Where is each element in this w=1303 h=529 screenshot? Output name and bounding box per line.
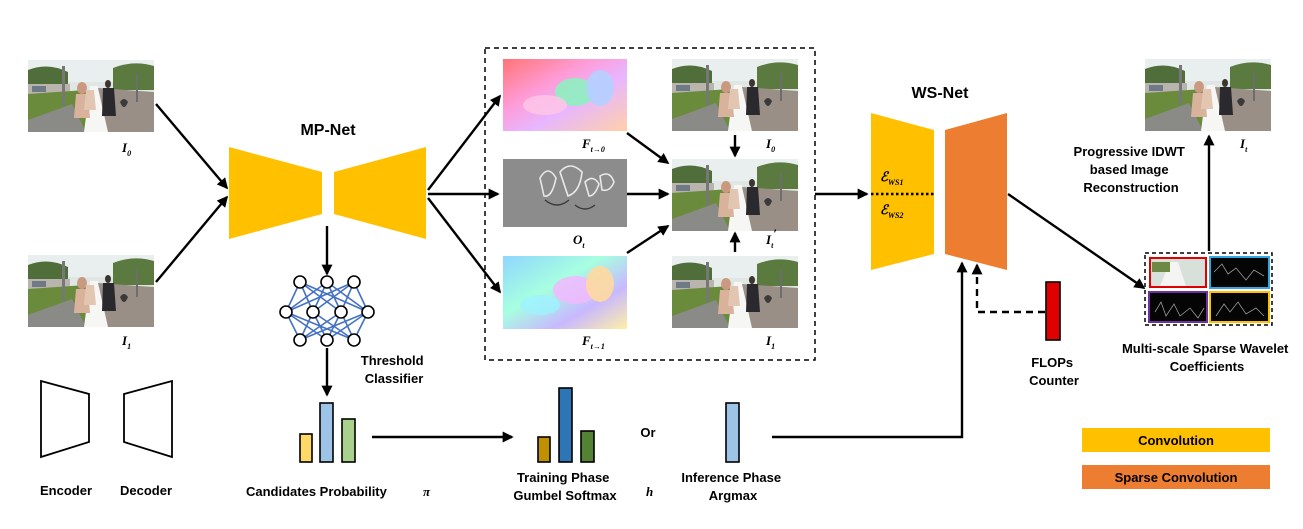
flow-map-ft1 bbox=[503, 256, 627, 329]
legend-sparse-convolution-label: Sparse Convolution bbox=[1115, 470, 1238, 485]
arrow-ft1-to-it-prime bbox=[626, 224, 670, 255]
occlusion-map-ot bbox=[503, 159, 627, 227]
flow-label-ft1: Ft→1 bbox=[581, 333, 605, 351]
key-decoder-shape bbox=[123, 379, 173, 459]
mp-net-decoder bbox=[334, 147, 426, 239]
arrow-ft0-to-it-prime bbox=[626, 132, 670, 164]
key-encoder-shape bbox=[40, 379, 90, 459]
output-frame-it bbox=[1145, 59, 1271, 131]
flops-counter-bar bbox=[1045, 281, 1061, 341]
warp-input-frame-i1 bbox=[672, 256, 798, 328]
arrow-flops-to-wsnet bbox=[971, 263, 1045, 314]
occlusion-label-ot: Ot bbox=[573, 232, 585, 250]
probability-symbol-pi: π bbox=[423, 484, 431, 499]
input-frame-i1 bbox=[28, 255, 154, 327]
idwt-reconstruction-label: Progressive IDWT based Image Reconstruct… bbox=[1074, 144, 1189, 195]
ws-net-encoder-e2: ℰWS2 bbox=[880, 202, 903, 220]
arrow-mpnet-to-ft1 bbox=[427, 197, 502, 294]
arrow-wsnet-to-wavelets bbox=[1007, 193, 1146, 289]
output-label-it: It bbox=[1239, 136, 1248, 154]
wavelet-coefficients-label: Multi-scale Sparse Wavelet Coefficients bbox=[1122, 341, 1292, 374]
ws-net-encoder bbox=[871, 113, 934, 270]
input-label-i0: I0 bbox=[121, 140, 131, 158]
flow-map-ft0 bbox=[503, 59, 627, 131]
ws-net-decoder bbox=[945, 113, 1007, 270]
warp-label-i1: I1 bbox=[765, 333, 775, 351]
coarse-label-it-prime: It′ bbox=[765, 226, 777, 250]
legend-convolution-swatch bbox=[1082, 428, 1270, 452]
arrow-i0-to-mpnet bbox=[155, 103, 229, 190]
coarse-frame-it-prime bbox=[672, 159, 798, 231]
classifier-nodes bbox=[279, 275, 375, 347]
flow-estimation-box bbox=[484, 47, 816, 361]
arrow-mpnet-to-ft0 bbox=[427, 94, 502, 191]
inference-phase-bar bbox=[725, 402, 740, 463]
warp-input-frame-i0 bbox=[672, 59, 798, 131]
warp-label-i0: I0 bbox=[765, 136, 775, 154]
key-decoder-label: Decoder bbox=[120, 483, 172, 498]
flow-label-ft0: Ft→0 bbox=[581, 136, 605, 154]
arrow-inference-to-wsnet bbox=[772, 261, 968, 439]
threshold-classifier-network bbox=[285, 281, 369, 341]
training-phase-label: Training Phase Gumbel Softmax bbox=[513, 470, 617, 503]
legend-sparse-convolution-swatch bbox=[1082, 465, 1270, 489]
ws-net-encoder-e1: ℰWS1 bbox=[880, 169, 903, 187]
wavelet-coefficients bbox=[1144, 252, 1273, 326]
key-encoder-label: Encoder bbox=[40, 483, 92, 498]
candidates-probability-label: Candidates Probability bbox=[246, 484, 388, 499]
inference-phase-label: Inference Phase Argmax bbox=[681, 470, 784, 503]
threshold-classifier-label: Threshold Classifier bbox=[361, 353, 427, 386]
mp-net-title: MP-Net bbox=[300, 122, 356, 139]
training-symbol-h: h bbox=[646, 484, 653, 499]
training-phase-bars bbox=[537, 387, 595, 463]
arrow-i1-to-mpnet bbox=[155, 195, 229, 283]
input-frame-i0 bbox=[28, 60, 154, 132]
ws-net-title: WS-Net bbox=[912, 85, 970, 102]
candidates-probability-bars bbox=[299, 402, 356, 463]
or-label: Or bbox=[640, 425, 655, 440]
legend-convolution-label: Convolution bbox=[1138, 433, 1214, 448]
mp-net-encoder bbox=[229, 147, 322, 239]
flops-counter-label: FLOPs Counter bbox=[1029, 355, 1079, 388]
input-label-i1: I1 bbox=[121, 333, 131, 351]
